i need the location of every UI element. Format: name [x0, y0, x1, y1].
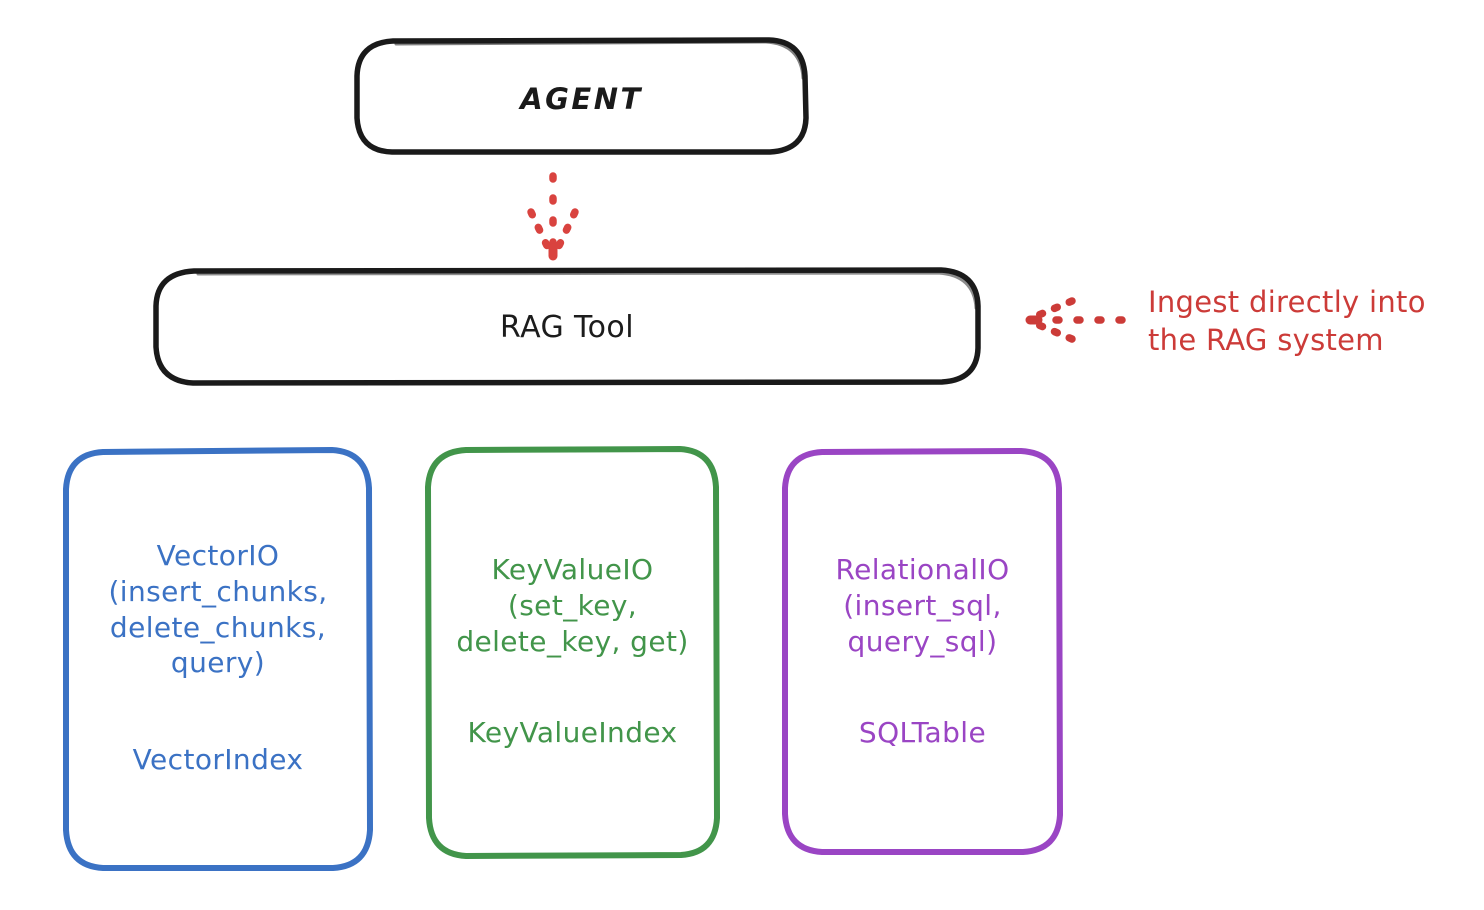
rag-tool-box-sketch-overlay: [196, 271, 978, 310]
relational-store-api-label: RelationalIO (insert_sql, query_sql): [835, 553, 1010, 658]
vector-store-index-label: VectorIndex: [132, 743, 304, 776]
agent-node-label: AGENT: [520, 82, 643, 116]
keyvalue-store-api-label: KeyValueIO (set_key, delete_key, get): [456, 553, 689, 658]
agent-to-rag-arrow: [527, 172, 579, 261]
ingest-annotation-label: Ingest directly into the RAG system: [1148, 285, 1426, 358]
keyvalue-store-index-label: KeyValueIndex: [467, 716, 678, 749]
relational-store-index-label: SQLTable: [858, 716, 987, 749]
annotation-arrow: [1025, 297, 1126, 343]
agent-box-sketch-overlay: [394, 40, 805, 80]
vector-store-api-label: VectorIO (insert_chunks, delete_chunks, …: [108, 539, 328, 680]
rag-tool-node-label: RAG Tool: [500, 310, 634, 345]
